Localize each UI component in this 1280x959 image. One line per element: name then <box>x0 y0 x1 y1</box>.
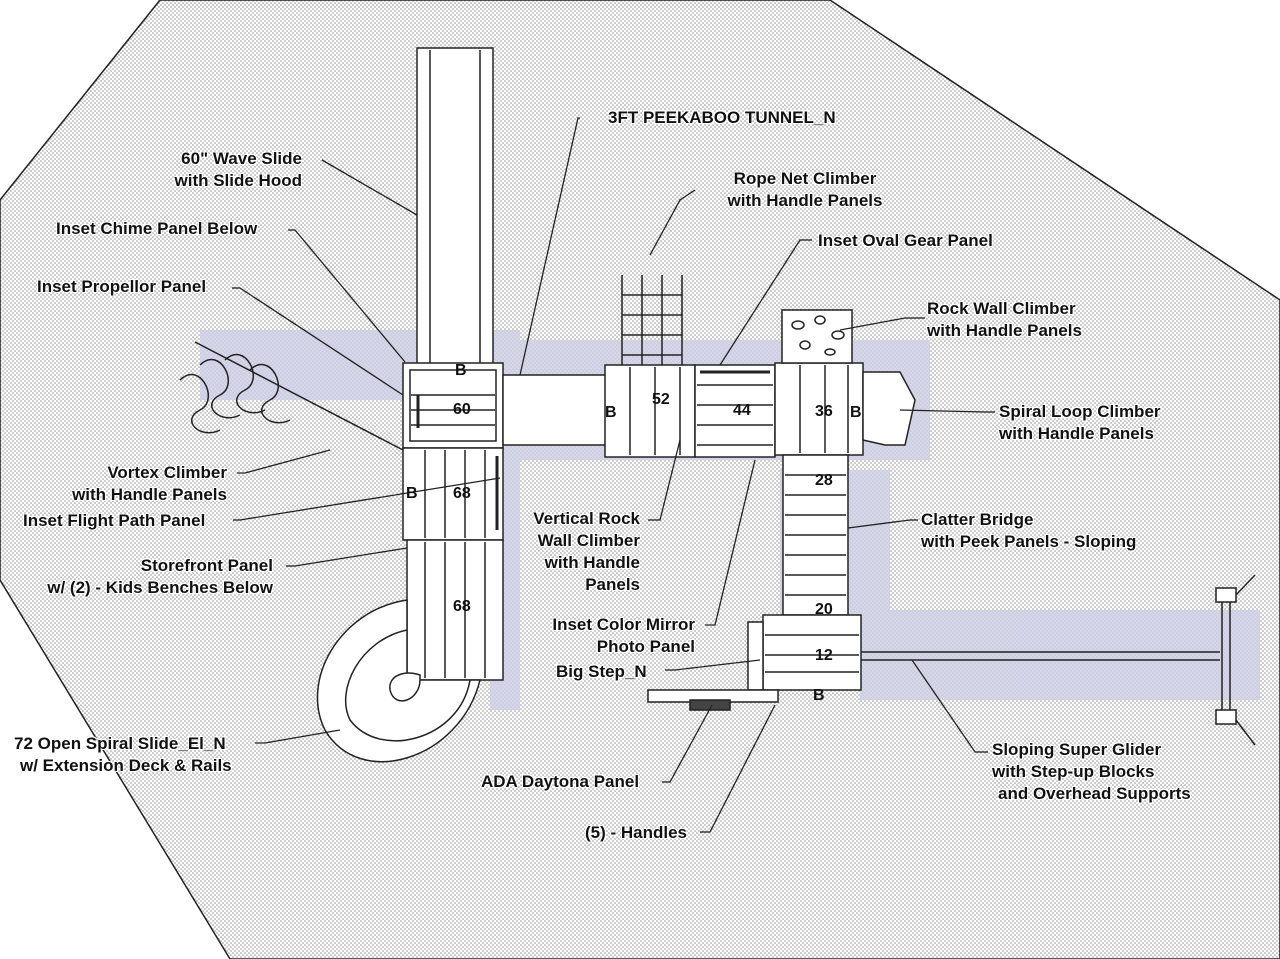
label-clatter-line1: Clatter Bridge <box>921 510 1034 529</box>
label-color-mirror-panel: Inset Color Mirror Photo Panel <box>520 614 695 658</box>
ada-panel <box>647 689 779 711</box>
label-spiral-slide: 72 Open Spiral Slide_El_N w/ Extension D… <box>14 733 232 777</box>
bench-marker-b: B <box>605 404 617 421</box>
label-glider-line1: Sloping Super Glider <box>992 740 1162 759</box>
label-handles: (5) - Handles <box>585 823 688 842</box>
bench-marker-b: B <box>455 362 467 379</box>
label-vortex-climber: Vortex Climber with Handle Panels <box>40 462 227 506</box>
label-spiral-loop-line2: with Handle Panels <box>999 424 1154 443</box>
label-spiral-loop-line1: Spiral Loop Climber <box>999 402 1161 421</box>
label-vortex-line2: with Handle Panels <box>72 485 227 504</box>
spiral-slide <box>316 599 481 763</box>
label-glider-line2: with Step-up Blocks <box>992 762 1155 781</box>
deck-12 <box>747 614 862 691</box>
label-clatter-line2: with Peek Panels - Sloping <box>921 532 1137 551</box>
deck-number-44: 44 <box>733 402 751 419</box>
label-big-step: Big Step_N <box>556 662 647 681</box>
deck-number-20: 20 <box>815 601 833 618</box>
super-glider <box>861 574 1256 746</box>
bench-marker-b: B <box>813 687 825 704</box>
label-color-mirror-line1: Inset Color Mirror <box>552 615 695 634</box>
label-rock-wall-line1: Rock Wall Climber <box>927 299 1076 318</box>
wave-slide <box>416 47 494 369</box>
tower-deck-68-lower <box>406 539 504 681</box>
label-flight-path-panel: Inset Flight Path Panel <box>23 511 206 530</box>
label-rock-wall-climber: Rock Wall Climber with Handle Panels <box>927 298 1082 342</box>
deck-number-68-upper: 68 <box>453 485 471 502</box>
label-vertical-rock-line3: with Handle <box>544 553 640 572</box>
label-super-glider: Sloping Super Glider with Step-up Blocks… <box>992 739 1191 805</box>
label-ada-panel: ADA Daytona Panel <box>481 772 640 791</box>
label-vertical-rock-line2: Wall Climber <box>537 531 640 550</box>
label-rope-net-line2: with Handle Panels <box>727 191 883 210</box>
label-glider-line3: and Overhead Supports <box>998 784 1191 803</box>
spiral-loop-climber <box>862 371 916 446</box>
bench-marker-b: B <box>850 404 862 421</box>
tower-deck-60 <box>402 362 504 449</box>
deck-number-52: 52 <box>652 391 670 408</box>
peekaboo-tunnel <box>502 374 609 446</box>
deck-number-28: 28 <box>815 472 833 489</box>
label-spiral-slide-line2: w/ Extension Deck & Rails <box>20 756 232 775</box>
label-storefront-panel: Storefront Panel w/ (2) - Kids Benches B… <box>20 555 273 599</box>
label-propellor-panel: Inset Propellor Panel <box>37 277 207 296</box>
leader-lines <box>232 117 995 833</box>
label-storefront-line1: Storefront Panel <box>140 556 273 575</box>
rope-net-climber <box>621 275 683 365</box>
label-rope-net-climber: Rope Net Climber with Handle Panels <box>700 168 910 212</box>
label-wave-slide-line1: 60" Wave Slide <box>181 149 302 168</box>
label-rope-net-line1: Rope Net Climber <box>733 169 877 188</box>
label-spiral-slide-line1: 72 Open Spiral Slide_El_N <box>14 734 226 753</box>
vortex-climber <box>179 341 404 451</box>
label-wave-slide: 60" Wave Slide with Slide Hood <box>140 148 303 192</box>
label-vortex-line1: Vortex Climber <box>107 463 227 482</box>
deck-number-68-lower: 68 <box>453 598 471 615</box>
deck-number-36: 36 <box>815 403 833 420</box>
label-oval-gear-panel: Inset Oval Gear Panel <box>818 231 993 250</box>
deck-number-60: 60 <box>453 401 471 418</box>
label-rock-wall-line2: with Handle Panels <box>927 321 1082 340</box>
label-storefront-line2: w/ (2) - Kids Benches Below <box>47 578 273 597</box>
label-wave-slide-line2: with Slide Hood <box>174 171 303 190</box>
label-chime-panel: Inset Chime Panel Below <box>56 219 258 238</box>
label-spiral-loop-climber: Spiral Loop Climber with Handle Panels <box>999 401 1161 445</box>
label-vertical-rock-wall: Vertical Rock Wall Climber with Handle P… <box>500 508 640 596</box>
deck-36 <box>774 362 864 456</box>
label-peekaboo-tunnel: 3FT PEEKABOO TUNNEL_N <box>608 108 836 127</box>
label-clatter-bridge: Clatter Bridge with Peek Panels - Slopin… <box>921 509 1136 553</box>
bench-marker-b: B <box>406 485 418 502</box>
label-color-mirror-line2: Photo Panel <box>596 637 695 656</box>
tower-deck-68-upper <box>402 447 504 541</box>
rock-wall-climber <box>781 309 853 364</box>
label-vertical-rock-line1: Vertical Rock <box>533 509 640 528</box>
deck-number-12: 12 <box>815 647 833 664</box>
label-vertical-rock-line4: Panels <box>585 575 640 594</box>
